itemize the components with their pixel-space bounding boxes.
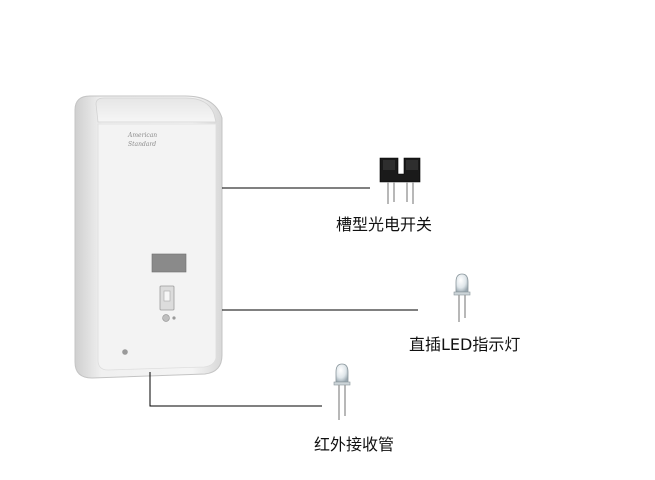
leader-lines — [149, 187, 418, 407]
label-ir-receiver: 红外接收管 — [314, 435, 395, 454]
svg-text:Standard: Standard — [128, 141, 156, 148]
dispenser-top-cover — [95, 97, 217, 123]
dispenser-device: American Standard — [74, 95, 223, 379]
label-slot-optical-switch: 槽型光电开关 — [336, 215, 433, 234]
dispenser-front-panel — [97, 123, 217, 371]
indicator-dot — [122, 349, 128, 355]
leader-line-ir — [149, 372, 322, 407]
ir-receiver-icon — [333, 363, 351, 420]
svg-text:American: American — [127, 132, 157, 139]
slot-optical-switch-icon — [379, 157, 421, 204]
sensor-window — [151, 253, 187, 273]
led-indicator-icon — [453, 273, 471, 322]
key-lock — [159, 285, 176, 322]
label-led-indicator: 直插LED指示灯 — [409, 335, 521, 354]
brand-logo: American Standard — [127, 132, 157, 148]
